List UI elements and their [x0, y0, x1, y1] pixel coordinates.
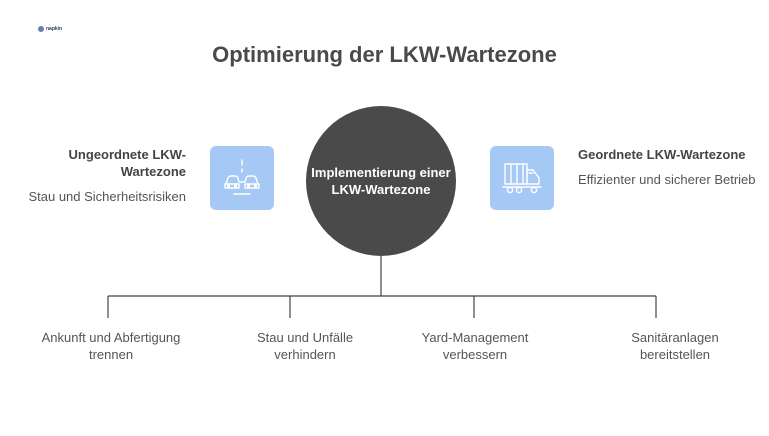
left-node-title: Ungeordnete LKW-Wartezone: [68, 147, 186, 179]
truck-icon: [490, 146, 554, 210]
collision-cars-icon: [210, 146, 274, 210]
center-node: Implementierung einer LKW-Wartezone: [306, 106, 456, 256]
branch-label-2: Stau und Unfälle verhindern: [256, 330, 354, 362]
right-node-title: Geordnete LKW-Wartezone: [578, 147, 746, 162]
branch-label-1: Ankunft und Abfertigung trennen: [41, 330, 181, 362]
logo: napkin: [38, 26, 62, 32]
center-node-label: Implementierung einer LKW-Wartezone: [311, 165, 451, 197]
logo-mark-icon: [38, 26, 44, 32]
branch-label-3: Yard-Management verbessern: [421, 330, 529, 362]
right-node-desc: Effizienter und sicherer Betrieb: [578, 172, 756, 187]
branch-label-4: Sanitäranlagen bereitstellen: [631, 330, 719, 362]
right-node: Geordnete LKW-Wartezone Effizienter und …: [578, 146, 758, 188]
left-node-desc: Stau und Sicherheitsrisiken: [28, 189, 186, 204]
logo-text: napkin: [46, 26, 63, 32]
diagram-title: Optimierung der LKW-Wartezone: [212, 42, 557, 67]
left-node: Ungeordnete LKW-Wartezone Stau und Siche…: [6, 146, 186, 205]
